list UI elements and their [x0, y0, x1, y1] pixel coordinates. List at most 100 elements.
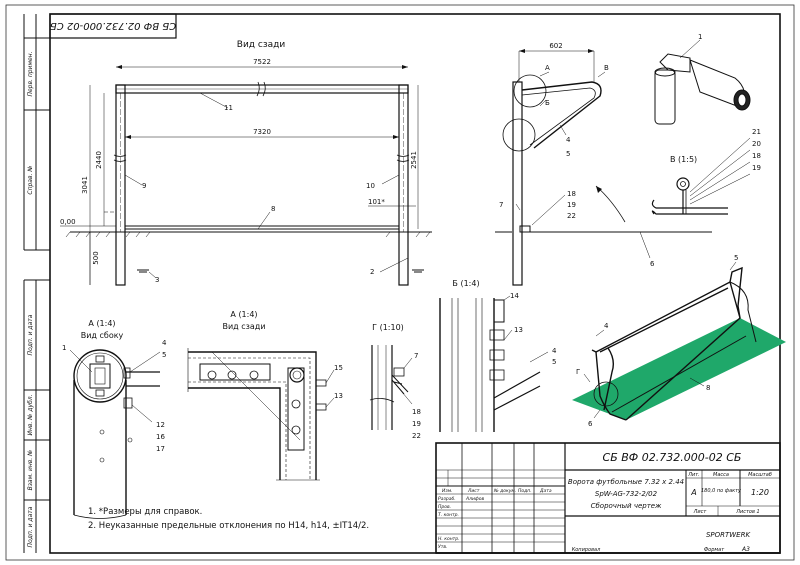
developer-name: Алифов [465, 496, 484, 502]
lit-label: Лит. [687, 472, 700, 478]
callout-21-v: 21 [752, 128, 761, 136]
callout-1-3d: 1 [698, 33, 702, 41]
title-model: SpW-AG-732-2/02 [595, 490, 658, 498]
title-block [435, 442, 781, 554]
left-strip [23, 14, 50, 553]
callout-19-g: 19 [412, 420, 421, 428]
callout-22-side: 22 [567, 212, 576, 220]
view-v: В (1:5) [651, 137, 751, 215]
callout-7-side: 7 [499, 201, 503, 209]
title-doctype: Сборочный чертеж [591, 502, 662, 510]
callout-9: 9 [142, 182, 146, 190]
sheet-label: Лист [693, 509, 708, 515]
title-company: SPORTWERK [706, 531, 752, 539]
dim-2541: 2541 [410, 151, 418, 169]
dim-7320: 7320 [253, 128, 271, 136]
callout-20-v: 20 [752, 140, 761, 148]
callout-1-a: 1 [62, 344, 66, 352]
detail-a-side-sub: Вид сбоку [81, 331, 124, 340]
detail-a-rear: А (1:4) Вид сзади [187, 310, 335, 481]
callout-18-side: 18 [567, 190, 576, 198]
detail-a-rear-title: А (1:4) [230, 310, 257, 319]
callout-8-iso: 8 [706, 384, 710, 392]
strip-label-2: Справ. № [27, 165, 34, 194]
scale-label: Масштаб [748, 472, 772, 478]
isometric-goal [572, 261, 786, 421]
callout-15-a: 15 [334, 364, 343, 372]
scale-value: 1:20 [751, 488, 769, 497]
detail-g: Г (1:10) [369, 323, 413, 430]
callout-19-side: 19 [567, 201, 576, 209]
dim-602: 602 [549, 42, 562, 50]
callout-10: 10 [366, 182, 375, 190]
copied-label: Копировал [572, 547, 601, 553]
callout-13-a: 13 [334, 392, 343, 400]
strip-label-6: Подп. и дата [27, 506, 34, 547]
callout-5-side: 5 [566, 150, 570, 158]
strip-label-5: Взам. инв. № [27, 450, 34, 491]
sheet-outer-border [5, 4, 795, 561]
format-value: А3 [741, 546, 750, 553]
col-sign: Подп. [518, 488, 532, 494]
row-nkontr: Н. контр. [438, 536, 460, 542]
col-doc: № докум. [493, 488, 516, 494]
rear-view-title: Вид сзади [237, 40, 286, 50]
callout-v-side: В [604, 64, 609, 72]
callout-5-a: 5 [162, 351, 166, 359]
detail-b-title: Б (1:4) [452, 279, 479, 288]
callout-8: 8 [271, 205, 275, 213]
corner-detail-3d [654, 39, 751, 125]
sheets-label: Листов 1 [735, 509, 759, 515]
col-date: Дата [539, 488, 552, 494]
note-1: 1. *Размеры для справок. [88, 507, 202, 517]
callout-3: 3 [155, 276, 159, 284]
detail-a-side-title: А (1:4) [88, 319, 115, 328]
top-stamp: СБ ВФ 02.732.000-02 СБ [49, 13, 177, 39]
callout-16-a: 16 [156, 433, 165, 441]
lit-value: А [690, 488, 696, 497]
callout-18-v: 18 [752, 152, 761, 160]
strip-label-4: Инв. № дубл. [27, 394, 34, 435]
callout-7-g: 7 [414, 352, 418, 360]
detail-a-side: А (1:4) Вид сбоку [69, 319, 161, 519]
row-tkontr: Т. контр. [438, 512, 459, 518]
mass-value: 180,0 по факту [701, 488, 742, 494]
callout-4-side: 4 [566, 136, 571, 144]
row-razrab: Разраб. [438, 496, 456, 502]
callout-4-b: 4 [552, 347, 557, 355]
side-view [495, 49, 712, 286]
dim-2440: 2440 [95, 151, 103, 169]
callout-6-side: 6 [650, 260, 655, 268]
callout-5-b: 5 [552, 358, 556, 366]
format-label: Формат [704, 547, 725, 553]
strip-label-1: Перв. примен. [27, 51, 34, 96]
row-prov: Пров. [438, 504, 451, 510]
top-stamp-text: СБ ВФ 02.732.000-02 СБ [50, 20, 176, 31]
callout-b-side: Б [545, 99, 550, 107]
callout-18-g: 18 [412, 408, 421, 416]
callout-22-g: 22 [412, 432, 421, 440]
title-name: Ворота футбольные 7.32 х 2.44 [568, 478, 684, 486]
dim-500: 500 [92, 251, 100, 264]
callout-g-iso: Г [576, 368, 580, 376]
dim-101: 101* [368, 198, 385, 206]
sheet-inner-frame [49, 13, 781, 554]
callout-12-a: 12 [156, 421, 165, 429]
callout-2: 2 [370, 268, 374, 276]
detail-g-title: Г (1:10) [372, 323, 404, 332]
note-2: 2. Неуказанные предельные отклонения по … [88, 521, 369, 531]
strip-label-3: Подп. и дата [27, 314, 34, 355]
callout-4-iso: 4 [604, 322, 609, 330]
col-izm: Изм. [442, 488, 453, 494]
col-list: Лист [467, 488, 480, 494]
callout-5-iso: 5 [734, 254, 738, 262]
view-v-title: В (1:5) [670, 155, 697, 164]
callout-6-iso: 6 [588, 420, 593, 428]
callout-13-b: 13 [514, 326, 523, 334]
callout-19-v: 19 [752, 164, 761, 172]
callout-a-side: А [545, 64, 550, 72]
callout-17-a: 17 [156, 445, 165, 453]
callout-11: 11 [224, 104, 233, 112]
callout-14-b: 14 [510, 292, 519, 300]
